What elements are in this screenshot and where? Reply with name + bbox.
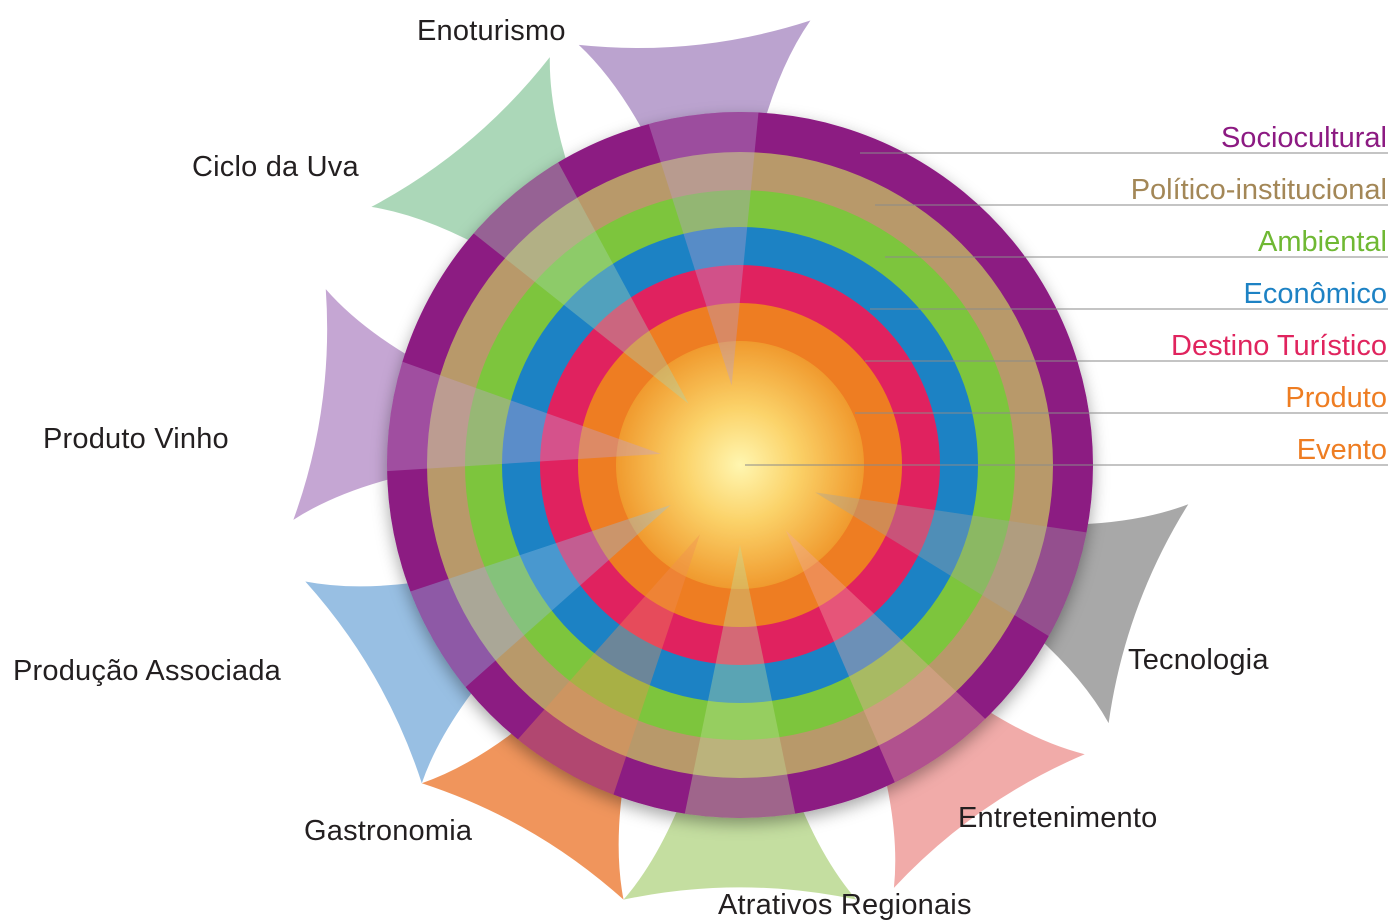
segment-label-gastronomia: Gastronomia (304, 815, 473, 847)
layer-label-economico: Econômico (1243, 278, 1387, 310)
segment-wedge-2 (387, 361, 661, 472)
segment-label-enoturismo: Enoturismo (417, 15, 566, 47)
segment-wedge-4 (517, 534, 700, 795)
segment-wedge-3 (410, 505, 671, 688)
layer-ring-6 (616, 341, 864, 589)
segment-wedge-1 (473, 162, 689, 404)
layer-rings (387, 112, 1093, 818)
segment-overlays (387, 112, 1087, 819)
layer-label-evento: Evento (1296, 434, 1387, 466)
layer-label-produto: Produto (1285, 382, 1387, 414)
segment-label-producao-associada: Produção Associada (13, 655, 281, 687)
layer-label-sociocultural: Sociocultural (1220, 122, 1387, 154)
segment-label-ciclo-da-uva: Ciclo da Uva (192, 151, 359, 183)
layer-label-politico-institucional: Político-institucional (1130, 174, 1387, 206)
layer-label-destino-turistico: Destino Turístico (1171, 330, 1387, 362)
segment-label-atrativos-regionais: Atrativos Regionais (718, 889, 972, 921)
segment-wedge-0 (648, 112, 759, 386)
segment-label-tecnologia: Tecnologia (1128, 644, 1269, 676)
segment-label-entretenimento: Entretenimento (958, 802, 1158, 834)
segment-wedge-5 (684, 545, 796, 819)
segment-wedge-7 (815, 492, 1087, 637)
segment-label-produto-vinho: Produto Vinho (43, 423, 229, 455)
segment-wedge-6 (785, 530, 986, 783)
leader-lines (745, 152, 1388, 466)
layer-label-ambiental: Ambiental (1258, 226, 1387, 258)
segment-fan-7 (815, 492, 1189, 724)
